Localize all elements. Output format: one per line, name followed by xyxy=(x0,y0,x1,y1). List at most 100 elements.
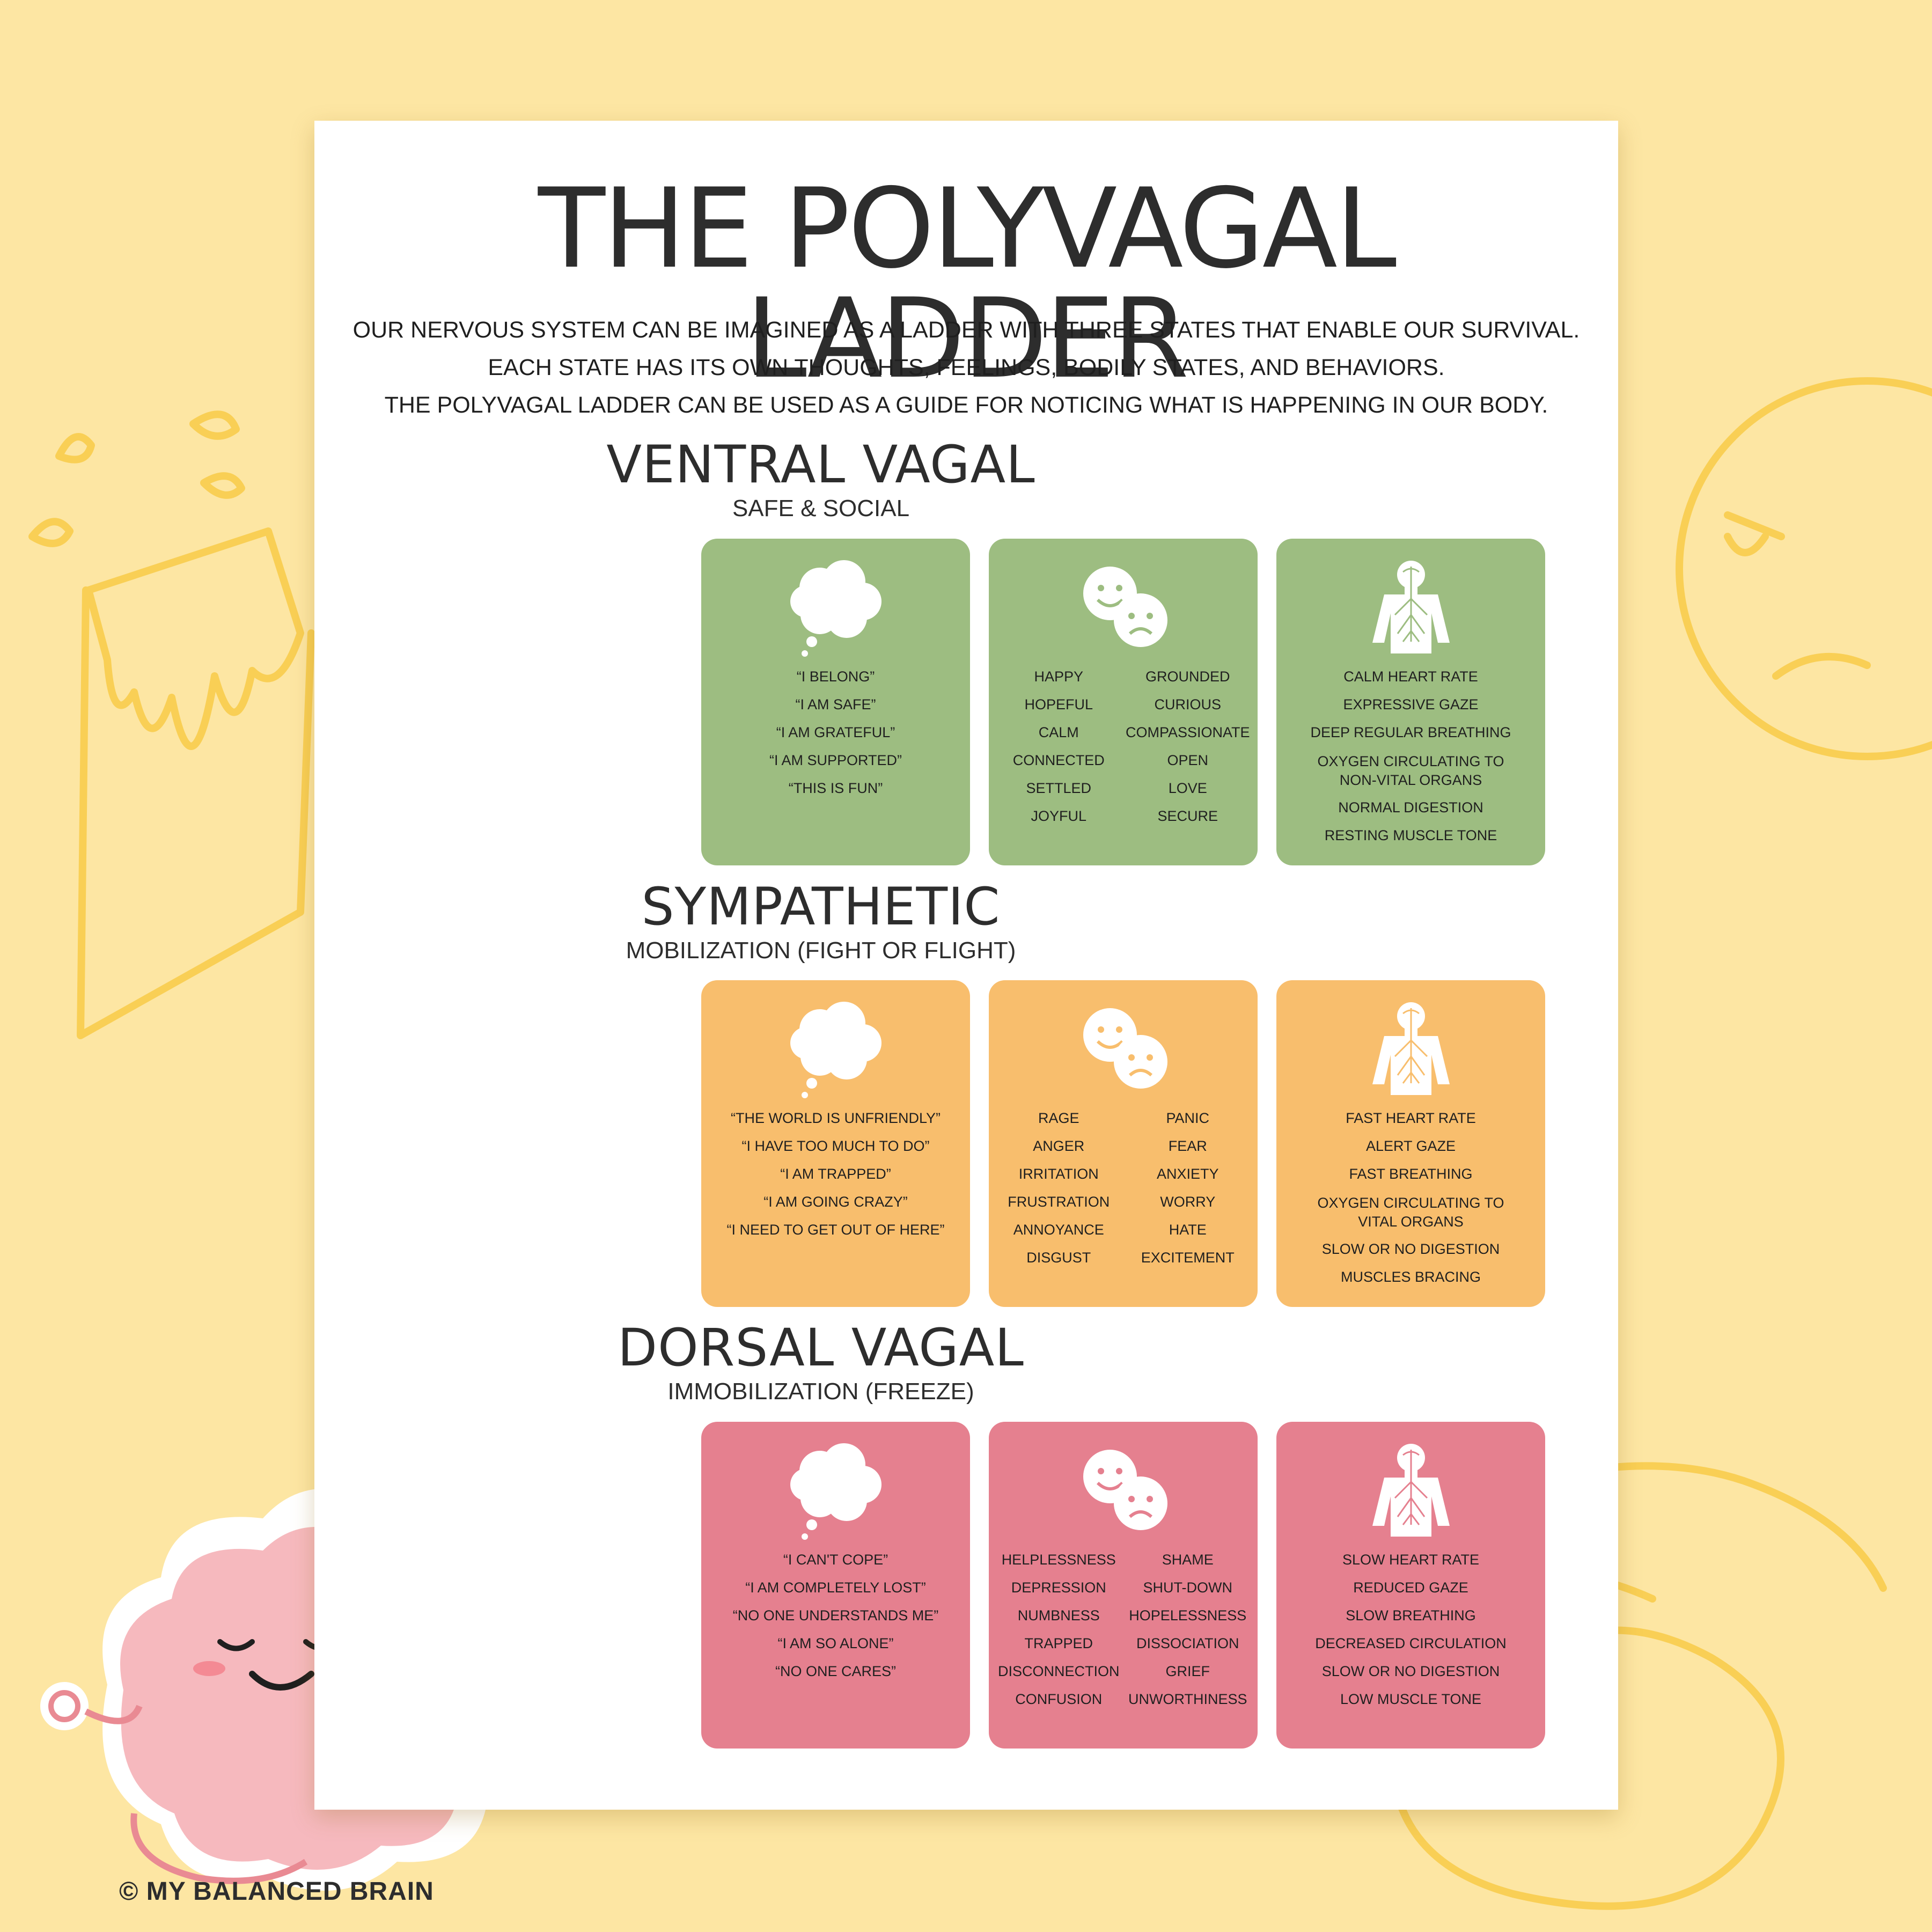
thought-item: “I NEED TO GET OUT OF HERE” xyxy=(726,1222,945,1238)
feeling-item: PANIC xyxy=(1166,1110,1209,1126)
card-icon xyxy=(701,556,970,658)
card-icon xyxy=(1276,1439,1545,1541)
section-subtitle: MOBILIZATION (FIGHT OR FLIGHT) xyxy=(626,937,1016,964)
feeling-item: SHAME xyxy=(1162,1552,1214,1568)
body-nervous-system-icon xyxy=(1372,1444,1450,1537)
intro-line: OUR NERVOUS SYSTEM CAN BE IMAGINED AS A … xyxy=(352,317,1580,343)
thought-item: “NO ONE UNDERSTANDS ME” xyxy=(732,1607,939,1624)
happy-sad-faces-icon xyxy=(1083,1008,1167,1089)
body-state-item: SLOW HEART RATE xyxy=(1342,1552,1480,1568)
intro-line: EACH STATE HAS ITS OWN THOUGHTS, FEELING… xyxy=(488,355,1445,380)
happy-sad-faces-icon xyxy=(1083,567,1167,647)
body-nervous-system-icon xyxy=(1372,1002,1450,1095)
card-icon xyxy=(701,997,970,1099)
feeling-item: HAPPY xyxy=(1034,669,1084,685)
feeling-item: FRUSTRATION xyxy=(1008,1194,1110,1210)
feeling-item: HOPEFUL xyxy=(1024,696,1093,712)
feeling-item: HELPLESSNESS xyxy=(1001,1552,1116,1568)
section-subtitle: IMMOBILIZATION (FREEZE) xyxy=(667,1378,974,1405)
body-state-item: ALERT GAZE xyxy=(1365,1138,1456,1154)
feeling-item: CONNECTED xyxy=(1012,752,1105,768)
feeling-item: CONFUSION xyxy=(1015,1691,1103,1707)
feeling-item: ANXIETY xyxy=(1156,1166,1219,1182)
body-state-item: DEEP REGULAR BREATHING xyxy=(1310,724,1511,740)
feeling-item: DISSOCIATION xyxy=(1136,1635,1239,1651)
feeling-item: CURIOUS xyxy=(1154,696,1221,712)
feeling-item: IRRITATION xyxy=(1018,1166,1099,1182)
thoughts-card: “THE WORLD IS UNFRIENDLY”“I HAVE TOO MUC… xyxy=(701,980,970,1307)
intro-line: THE POLYVAGAL LADDER CAN BE USED AS A GU… xyxy=(384,392,1548,418)
thought-item: “NO ONE CARES” xyxy=(775,1663,897,1679)
feeling-item: HOPELESSNESS xyxy=(1129,1607,1247,1624)
feeling-item: EXCITEMENT xyxy=(1141,1250,1235,1266)
feeling-item: DISCONNECTION xyxy=(997,1663,1120,1679)
card-icon xyxy=(1276,997,1545,1099)
feeling-item: LOVE xyxy=(1168,780,1207,796)
thoughts-list: “I BELONG” “I AM SAFE” “I AM GRATEFUL” “I A… xyxy=(707,669,965,808)
section-heading-sympathetic: SYMPATHETIC MOBILIZATION (FIGHT OR FLIGH… xyxy=(386,881,1255,963)
feelings-list: HAPPY HOPEFUL CALM CONNECTED SETTLED JOYFUL GR… xyxy=(994,669,1252,836)
feeling-item: FEAR xyxy=(1168,1138,1207,1154)
thought-item: “I CAN'T COPE” xyxy=(783,1552,888,1568)
body-state-item: RESTING MUSCLE TONE xyxy=(1324,827,1497,843)
feeling-item: SETTLED xyxy=(1026,780,1092,796)
thoughts-list: “THE WORLD IS UNFRIENDLY”“I HAVE TOO MUC… xyxy=(707,1110,965,1250)
thought-item: “I AM GRATEFUL” xyxy=(776,724,895,740)
feeling-item: OPEN xyxy=(1167,752,1209,768)
feeling-item: DISGUST xyxy=(1026,1250,1091,1266)
card-icon xyxy=(989,1439,1258,1541)
feeling-item: ANNOYANCE xyxy=(1013,1222,1104,1238)
feeling-item: SECURE xyxy=(1157,808,1218,824)
card-icon xyxy=(1276,556,1545,658)
feeling-item: COMPASSIONATE xyxy=(1125,724,1250,740)
feeling-item: WORRY xyxy=(1160,1194,1216,1210)
feeling-item: GROUNDED xyxy=(1145,669,1230,685)
thought-item: “I AM TRAPPED” xyxy=(780,1166,891,1182)
thought-item: “THIS IS FUN” xyxy=(788,780,883,796)
thought-item: “I AM SUPPORTED” xyxy=(769,752,902,768)
thought-bubble-icon xyxy=(790,1443,881,1540)
card-icon xyxy=(989,997,1258,1099)
thought-item: “I AM GOING CRAZY” xyxy=(763,1194,908,1210)
section-title: VENTRAL VAGAL xyxy=(606,435,1035,495)
card-icon xyxy=(989,556,1258,658)
feeling-item: CALM xyxy=(1038,724,1079,740)
feeling-item: DEPRESSION xyxy=(1011,1580,1106,1596)
body-state-item: SLOW OR NO DIGESTION xyxy=(1321,1663,1500,1679)
section-heading-dorsal: DORSAL VAGAL IMMOBILIZATION (FREEZE) xyxy=(386,1322,1255,1404)
body-state-item: FAST HEART RATE xyxy=(1346,1110,1476,1126)
section-title: SYMPATHETIC xyxy=(641,877,1001,937)
thought-item: “THE WORLD IS UNFRIENDLY” xyxy=(730,1110,941,1126)
body-state-item: DECREASED CIRCULATION xyxy=(1315,1635,1507,1651)
feelings-card: HAPPY HOPEFUL CALM CONNECTED SETTLED JOYFUL GR… xyxy=(989,539,1258,865)
thought-item: “I AM SO ALONE” xyxy=(777,1635,894,1651)
section-heading-ventral: VENTRAL VAGAL SAFE & SOCIAL xyxy=(386,439,1255,520)
body-state-item: SLOW BREATHING xyxy=(1346,1607,1476,1624)
intro-text: OUR NERVOUS SYSTEM CAN BE IMAGINED AS A … xyxy=(347,311,1586,424)
feeling-item: TRAPPED xyxy=(1024,1635,1093,1651)
thoughts-card: “I CAN'T COPE”“I AM COMPLETELY LOST”“NO … xyxy=(701,1422,970,1749)
feeling-item: UNWORTHINESS xyxy=(1128,1691,1247,1707)
page-title: THE POLYVAGAL LADDER xyxy=(538,165,1397,403)
body-state-item: EXPRESSIVE GAZE xyxy=(1343,696,1479,712)
thought-bubble-icon xyxy=(790,1002,881,1098)
body-state-item: SLOW OR NO DIGESTION xyxy=(1321,1241,1500,1257)
thought-bubble-icon xyxy=(790,560,881,657)
feeling-item: SHUT-DOWN xyxy=(1143,1580,1232,1596)
feeling-item: GRIEF xyxy=(1165,1663,1210,1679)
thought-item: “I BELONG” xyxy=(796,669,875,685)
section-title: DORSAL VAGAL xyxy=(618,1318,1024,1378)
body-nervous-system-icon xyxy=(1372,561,1450,653)
thought-item: “I AM SAFE” xyxy=(795,696,876,712)
happy-sad-faces-icon xyxy=(1083,1450,1167,1530)
feeling-item: JOYFUL xyxy=(1031,808,1087,824)
